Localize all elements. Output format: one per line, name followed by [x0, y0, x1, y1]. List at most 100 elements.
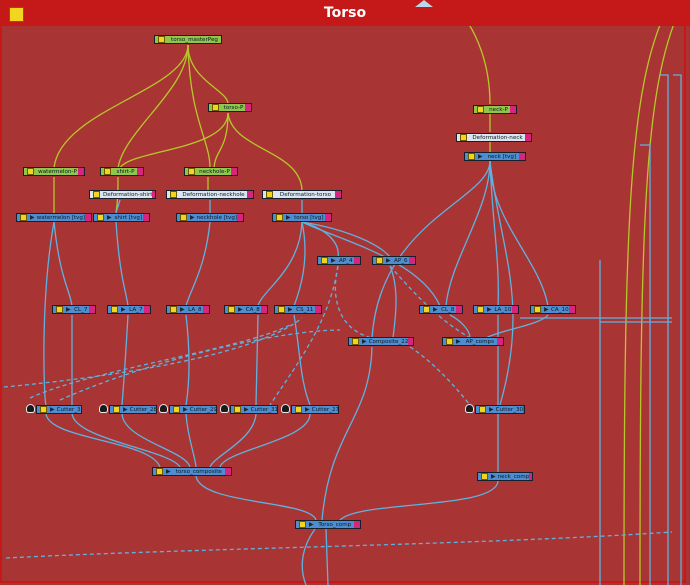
wire: [53, 44, 189, 169]
node-shirt-tvg[interactable]: ▶shirt [tvg]: [93, 213, 150, 222]
play-icon: ▶: [456, 337, 461, 345]
title-bar: Torso: [0, 0, 690, 26]
node-neckhole-tvg[interactable]: ▶neckhole [tvg]: [176, 213, 244, 222]
wire: [209, 413, 257, 468]
yellow-flag-icon: [173, 406, 180, 413]
node-watermelon-tvg[interactable]: ▶watermelon [tvg]: [16, 213, 92, 222]
node-la-7[interactable]: ▶LA_7: [107, 305, 151, 314]
yellow-flag-icon: [477, 306, 484, 313]
wire: [269, 265, 339, 406]
wire: [71, 413, 181, 468]
wire: [389, 265, 397, 339]
node-cs-11[interactable]: ▶CS_11: [274, 305, 322, 314]
yellow-flag-icon: [477, 106, 484, 113]
wire: [321, 346, 373, 521]
node-ap-comps[interactable]: ▶AP_comps: [442, 337, 504, 346]
group-color-swatch[interactable]: [9, 7, 24, 22]
wire: [293, 314, 311, 406]
wire: [29, 324, 291, 399]
wire: [45, 413, 161, 468]
node-deformation-neckhole[interactable]: Deformation-neckhole: [166, 190, 254, 199]
node-cutter-28[interactable]: ▶Cutter_28: [109, 405, 157, 414]
wire: [227, 112, 303, 191]
node-cutter-29[interactable]: ▶Cutter_29: [169, 405, 217, 414]
node-neck-tvg[interactable]: ▶neck [tvg]: [464, 152, 526, 161]
yellow-flag-icon: [276, 214, 283, 221]
node-torso-tvg[interactable]: ▶torso [tvg]: [272, 213, 332, 222]
wire: [371, 160, 491, 339]
wire: [187, 44, 211, 169]
node-torso-p[interactable]: torso-P: [208, 103, 252, 112]
yellow-flag-icon: [188, 168, 195, 175]
wire: [293, 221, 306, 307]
wire: [639, 0, 685, 585]
yellow-flag-icon: [352, 338, 359, 345]
play-icon: ▶: [309, 520, 314, 528]
node-deformation-neck[interactable]: Deformation-neck: [456, 133, 532, 142]
node-la-8[interactable]: ▶LA_8: [166, 305, 210, 314]
wire: [117, 44, 189, 169]
node-neck-p[interactable]: neck-P: [473, 105, 517, 114]
node-cutter-27[interactable]: ▶Cutter_27: [291, 405, 339, 414]
node-torso-composite[interactable]: ▶torso_composite: [152, 467, 232, 476]
yellow-flag-icon: [423, 306, 430, 313]
wire: [255, 314, 259, 406]
node-torso-comp[interactable]: ▶Torso_comp: [295, 520, 361, 529]
yellow-flag-icon: [113, 406, 120, 413]
yellow-flag-icon: [321, 257, 328, 264]
play-icon: ▶: [123, 405, 128, 413]
node-deformation-shirt[interactable]: Deformation-shirt: [89, 190, 156, 199]
node-ca-8[interactable]: ▶CA_8: [224, 305, 268, 314]
node-shirt-p[interactable]: shirt-P: [100, 167, 144, 176]
yellow-flag-icon: [468, 153, 475, 160]
node-cutter-32[interactable]: ▶Cutter_32: [36, 405, 82, 414]
node-cutter-31[interactable]: ▶Cutter_31: [230, 405, 278, 414]
play-icon: ▶: [190, 213, 195, 221]
node-neckhole-p[interactable]: neckhole-P: [184, 167, 238, 176]
wire: [301, 221, 339, 258]
play-icon: ▶: [305, 405, 310, 413]
input-port-icon[interactable]: [415, 0, 433, 7]
wire: [325, 528, 329, 585]
play-icon: ▶: [30, 213, 35, 221]
node-composite-22[interactable]: ▶Composite_22: [348, 337, 414, 346]
wire: [195, 475, 317, 521]
cutter-avatar-icon: [99, 404, 108, 413]
yellow-flag-icon: [479, 406, 486, 413]
play-icon: ▶: [66, 305, 71, 313]
wire: [389, 265, 471, 339]
node-deformation-torso[interactable]: Deformation-torso: [262, 190, 342, 199]
node-la-10[interactable]: ▶LA_10: [473, 305, 519, 314]
wire: [5, 531, 673, 559]
wire: [121, 413, 191, 468]
wire: [257, 221, 303, 307]
yellow-flag-icon: [534, 306, 541, 313]
play-icon: ▶: [244, 405, 249, 413]
yellow-flag-icon: [278, 306, 285, 313]
yellow-flag-icon: [228, 306, 235, 313]
node-ca-10[interactable]: ▶CA_10: [530, 305, 576, 314]
cutter-avatar-icon: [26, 404, 35, 413]
cutter-avatar-icon: [465, 404, 474, 413]
node-cl-8[interactable]: ▶CL_8: [419, 305, 463, 314]
cutter-avatar-icon: [281, 404, 290, 413]
cutter-avatar-icon: [159, 404, 168, 413]
wire: [185, 413, 197, 468]
node-torso-masterpeg[interactable]: torso_masterPeg: [154, 35, 222, 44]
wire: [334, 265, 373, 339]
node-neck-comp[interactable]: ▶neck_comp: [477, 472, 533, 481]
play-icon: ▶: [166, 467, 171, 475]
play-icon: ▶: [183, 405, 188, 413]
yellow-flag-icon: [481, 473, 488, 480]
node-ap-4[interactable]: ▶AP_4: [317, 256, 361, 265]
yellow-flag-icon: [156, 468, 163, 475]
node-ap-6[interactable]: ▶AP_6: [372, 256, 416, 265]
node-cutter-30[interactable]: ▶Cutter_30: [475, 405, 525, 414]
play-icon: ▶: [362, 337, 367, 345]
node-cl-7[interactable]: ▶CL_7: [52, 305, 96, 314]
yellow-flag-icon: [158, 36, 165, 43]
yellow-flag-icon: [376, 257, 383, 264]
node-watermelon-p[interactable]: watermelon-P: [23, 167, 85, 176]
yellow-flag-icon: [299, 521, 306, 528]
